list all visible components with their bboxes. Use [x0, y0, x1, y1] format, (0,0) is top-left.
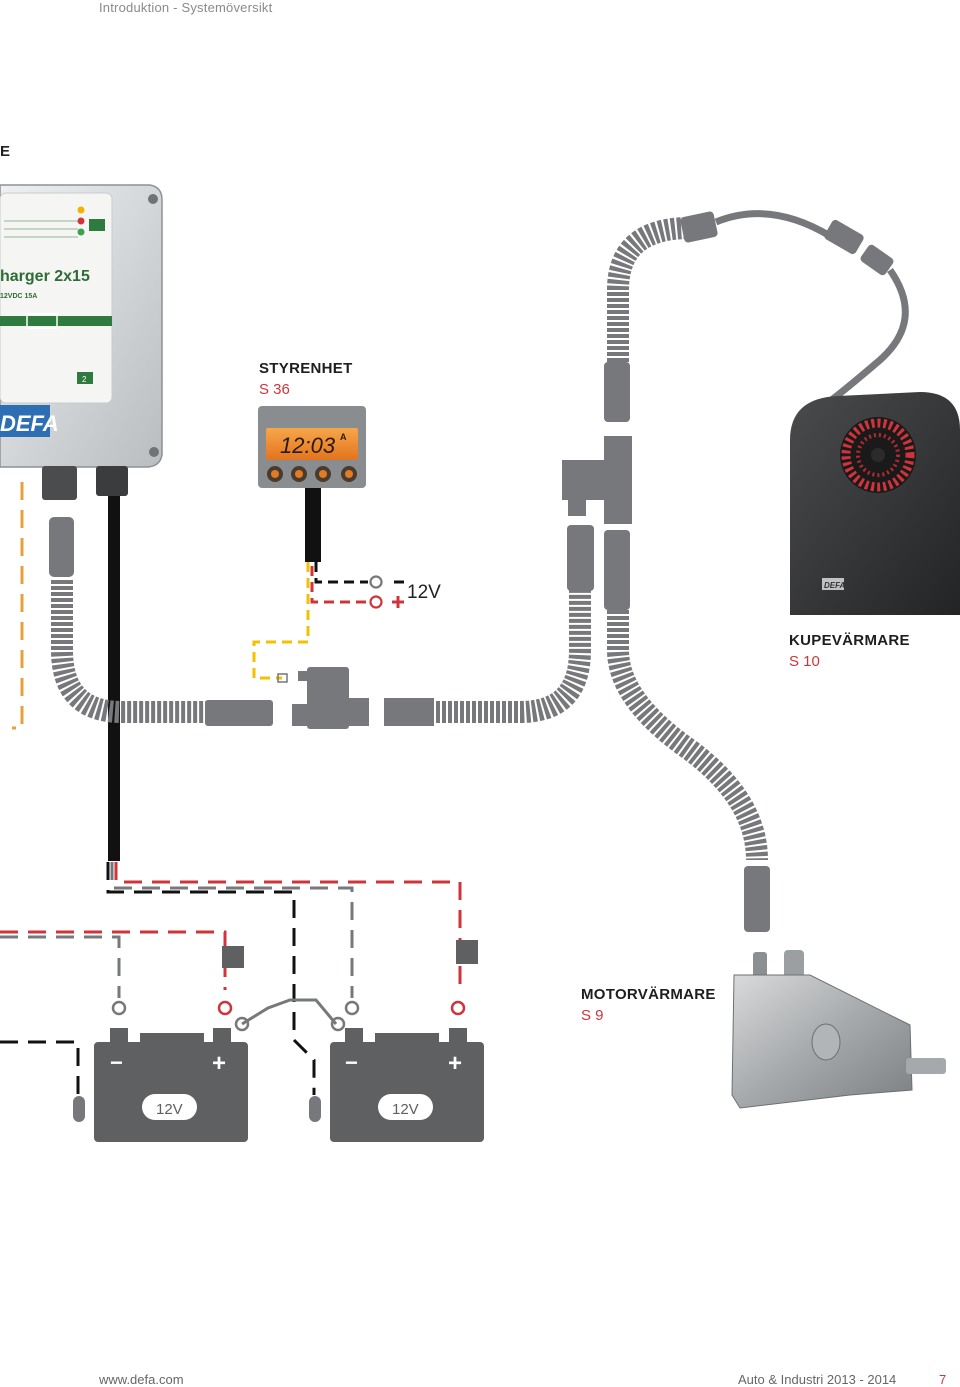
- cabin-heater-title: KUPEVÄRMARE: [789, 632, 910, 649]
- cabin-heater-cable: [607, 210, 909, 408]
- battery-1-voltage: 12V: [156, 1101, 183, 1118]
- charger-brand-logo: DEFA: [0, 411, 59, 436]
- battery-charger: harger 2x15 12VDC 15A 2 DEFA: [0, 184, 163, 500]
- battery-2: − + 12V: [330, 1028, 484, 1142]
- charger-model-text: harger 2x15: [0, 268, 90, 285]
- control-unit-code: S 36: [259, 381, 290, 398]
- control-unit-red-wire: [310, 566, 368, 604]
- engine-heater-cable: [607, 610, 770, 932]
- battery-2-voltage: 12V: [392, 1101, 419, 1118]
- charger-black-cable: [108, 496, 120, 861]
- section-header: Introduktion - Systemöversikt: [99, 0, 273, 15]
- control-unit-yellow-wire: [252, 562, 310, 680]
- battery-wiring: [0, 862, 462, 1095]
- battery-terminals: [73, 940, 478, 1122]
- engine-heater-title: MOTORVÄRMARE: [581, 986, 716, 1003]
- battery-2-minus: −: [345, 1050, 358, 1075]
- charger-heater-cable: [49, 517, 273, 726]
- charger-channel-label: 2: [82, 375, 87, 384]
- control-unit-display-time: 12:03: [280, 433, 336, 458]
- cut-off-text: E: [0, 143, 11, 160]
- cable-junction: [292, 667, 434, 729]
- page-number: 7: [939, 1372, 947, 1387]
- footer-publication: Auto & Industri 2013 - 2014: [738, 1372, 897, 1387]
- control-unit-display-unit: A: [340, 432, 347, 442]
- battery-1-plus: +: [212, 1050, 226, 1077]
- orange-wire: [12, 482, 24, 730]
- battery-1-minus: −: [110, 1050, 123, 1075]
- engine-heater-code: S 9: [581, 1007, 604, 1024]
- control-unit: 12:03 A: [258, 406, 366, 562]
- footer-url: www.defa.com: [99, 1372, 184, 1387]
- control-unit-black-wire: [314, 562, 368, 584]
- battery-2-plus: +: [448, 1050, 462, 1077]
- cable-splitter: [562, 362, 632, 610]
- control-unit-title: STYRENHET: [259, 360, 353, 377]
- charger-spec-text: 12VDC 15A: [0, 293, 37, 300]
- cabin-heater-code: S 10: [789, 653, 820, 670]
- junction-to-splitter-cable: [430, 560, 591, 723]
- battery-1: − + 12V: [94, 1028, 248, 1142]
- engine-heater: [731, 950, 946, 1109]
- cabin-heater-brand: DEFA: [824, 581, 846, 590]
- control-unit-supply-label: 12V: [407, 582, 441, 603]
- cabin-heater: DEFA: [790, 392, 960, 615]
